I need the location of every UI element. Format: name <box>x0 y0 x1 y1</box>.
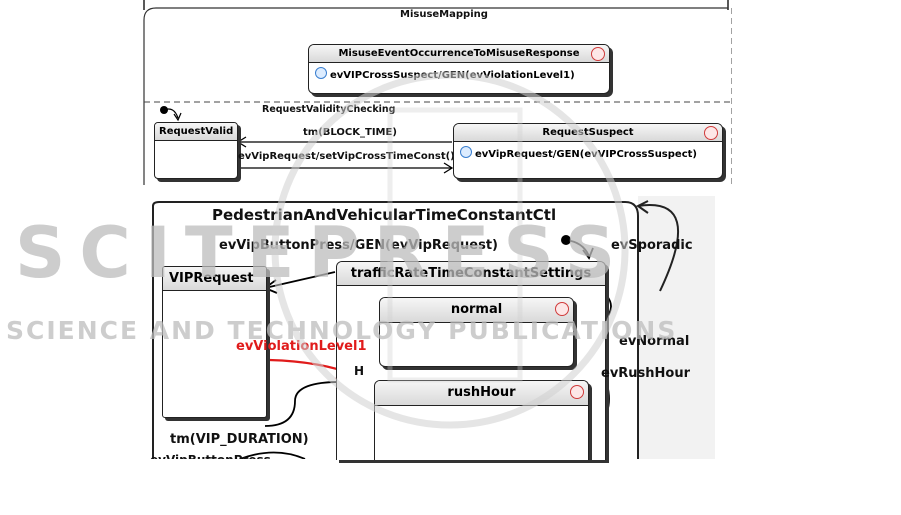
request-suspect-state[interactable]: RequestSuspect evVipRequest/GEN(evVIPCro… <box>453 123 723 179</box>
misuse-event-state-title: MisuseEventOccurrenceToMisuseResponse <box>338 48 580 59</box>
time-constant-ctl-title: PedestrianAndVehicularTimeConstantCtl <box>212 206 557 224</box>
misuse-event-state[interactable]: MisuseEventOccurrenceToMisuseResponse ev… <box>308 44 610 94</box>
misuse-event-state-body: evVIPCrossSuspect/GEN(evViolationLevel1) <box>309 63 609 89</box>
time-constant-diagram: PedestrianAndVehicularTimeConstantCtl ev… <box>145 196 715 460</box>
rushhour-transition-label: evRushHour <box>601 366 691 381</box>
reactive-icon <box>555 302 569 316</box>
misuse-mapping-diagram: MisuseMapping MisuseEventOccurrenceToMis… <box>140 0 732 185</box>
misuse-event-action: evVIPCrossSuspect/GEN(evViolationLevel1) <box>330 70 575 81</box>
request-valid-title: RequestValid <box>159 126 234 137</box>
request-suspect-title: RequestSuspect <box>542 127 634 138</box>
normal-transition-label: evNormal <box>619 334 690 349</box>
vip-request-header: VIPRequest <box>163 267 266 291</box>
reactive-icon <box>591 47 605 61</box>
request-validity-region-label: RequestValidityChecking <box>262 104 396 115</box>
misuse-event-state-header: MisuseEventOccurrenceToMisuseResponse <box>309 45 609 63</box>
reactive-icon <box>570 385 584 399</box>
action-icon <box>315 67 327 79</box>
request-suspect-body: evVipRequest/GEN(evVIPCrossSuspect) <box>454 142 722 168</box>
vip-request-transition-label: evVipRequest/setVipCrossTimeConst() <box>238 151 455 162</box>
request-valid-header: RequestValid <box>155 123 237 141</box>
vip-button-press-label: evVipButtonPress/GEN(evVipRequest) <box>219 238 498 253</box>
normal-title: normal <box>450 302 503 317</box>
reactive-icon <box>704 126 718 140</box>
rush-hour-title: rushHour <box>447 385 516 400</box>
misuse-mapping-title: MisuseMapping <box>400 9 488 20</box>
request-suspect-action: evVipRequest/GEN(evVIPCrossSuspect) <box>475 149 697 160</box>
traffic-rate-settings-title: trafficRateTimeConstantSettings <box>350 266 592 281</box>
sporadic-label: evSporadic <box>611 238 693 253</box>
action-icon <box>460 146 472 158</box>
cut-off-label: evVipButtonPress <box>150 453 271 459</box>
vip-request-title: VIPRequest <box>169 271 254 286</box>
request-valid-state[interactable]: RequestValid <box>154 122 238 179</box>
request-suspect-header: RequestSuspect <box>454 124 722 142</box>
rush-hour-header: rushHour <box>375 381 588 406</box>
normal-header: normal <box>380 298 573 323</box>
history-connector-label: H <box>354 364 365 378</box>
rush-hour-state[interactable]: rushHour <box>374 380 589 460</box>
block-time-transition-label: tm(BLOCK_TIME) <box>303 127 397 138</box>
vip-duration-label: tm(VIP_DURATION) <box>170 432 309 447</box>
violation-level-label: evViolationLevel1 <box>236 339 367 354</box>
vip-request-state[interactable]: VIPRequest <box>162 266 267 418</box>
traffic-rate-settings-header: trafficRateTimeConstantSettings <box>337 262 605 286</box>
normal-state[interactable]: normal <box>379 297 574 367</box>
